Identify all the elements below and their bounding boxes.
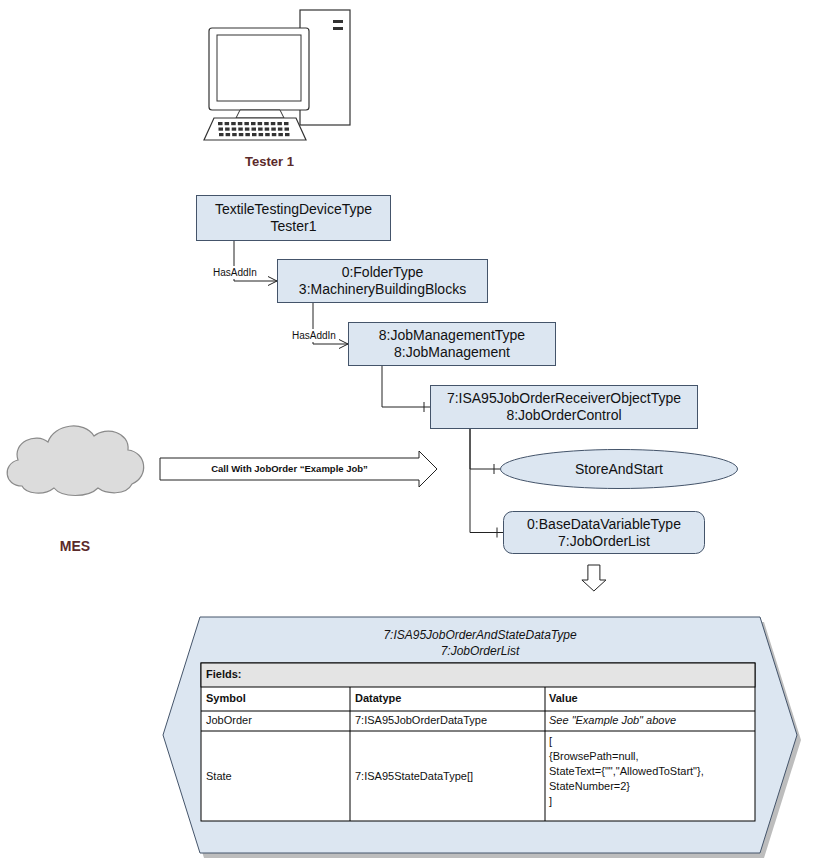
- node-text: 3:MachineryBuildingBlocks: [299, 281, 466, 298]
- node-text: 7:JobOrderList: [558, 533, 650, 550]
- edge-label: HasAddIn: [291, 329, 337, 342]
- object-box: 8:JobManagementType8:JobManagement: [348, 322, 556, 366]
- device-label: Tester 1: [245, 155, 294, 168]
- table-cell: StateText={"","AllowedToStart"},: [549, 765, 704, 778]
- table-cell: Fields:: [206, 668, 241, 681]
- node-text: Tester1: [271, 218, 317, 235]
- connector: [382, 366, 430, 412]
- table-cell: JobOrder: [206, 714, 252, 727]
- data-structure-band: 7:ISA95JobOrderAndStateDataType7:JobOrde…: [163, 617, 797, 853]
- table-cell: Value: [549, 692, 578, 705]
- connector: [470, 429, 500, 474]
- node-text: 8:JobManagementType: [379, 327, 525, 344]
- method-ellipse: StoreAndStart: [500, 449, 738, 489]
- table-cell: Datatype: [355, 692, 401, 705]
- table-cell: ]: [549, 795, 552, 808]
- node-text: StoreAndStart: [575, 461, 663, 478]
- cloud-system: MES: [0, 420, 150, 496]
- node-text: MES: [0, 538, 150, 555]
- computer-illustration: [0, 0, 813, 200]
- node-text: 8:JobManagement: [394, 344, 510, 361]
- node-text: 7:ISA95JobOrderReceiverObjectType: [447, 390, 681, 407]
- node-text: 0:FolderType: [342, 264, 424, 281]
- connector: [470, 429, 503, 538]
- node-text: 0:BaseDataVariableType: [527, 516, 681, 533]
- table-cell: [: [549, 735, 552, 748]
- table-cell: {BrowsePath=null,: [549, 750, 639, 763]
- table-cell: State: [206, 770, 232, 783]
- node-text: TextileTestingDeviceType: [215, 201, 372, 218]
- table-cell: StateNumber=2}: [549, 780, 630, 793]
- table-cell: 7:ISA95JobOrderDataType: [355, 714, 487, 727]
- object-box: 0:FolderType3:MachineryBuildingBlocks: [277, 259, 488, 303]
- object-box: 7:ISA95JobOrderReceiverObjectType8:JobOr…: [430, 385, 698, 429]
- table-cell: See "Example Job" above: [549, 714, 676, 727]
- node-text: 7:ISA95JobOrderAndStateDataType: [383, 627, 576, 643]
- object-box: TextileTestingDeviceTypeTester1: [196, 195, 391, 241]
- table-cell: Symbol: [206, 692, 246, 705]
- node-outline: [0, 420, 150, 496]
- connector: [582, 565, 606, 591]
- node-text: 7:JobOrderList: [441, 643, 520, 659]
- object-box: 0:BaseDataVariableType7:JobOrderList: [503, 511, 705, 554]
- edge-label: Call With JobOrder “Example Job”: [211, 463, 368, 476]
- edge-label: HasAddIn: [212, 266, 258, 279]
- table-cell: 7:ISA95StateDataType[]: [355, 770, 473, 783]
- connector: [160, 451, 437, 487]
- node-text: 8:JobOrderControl: [506, 407, 621, 424]
